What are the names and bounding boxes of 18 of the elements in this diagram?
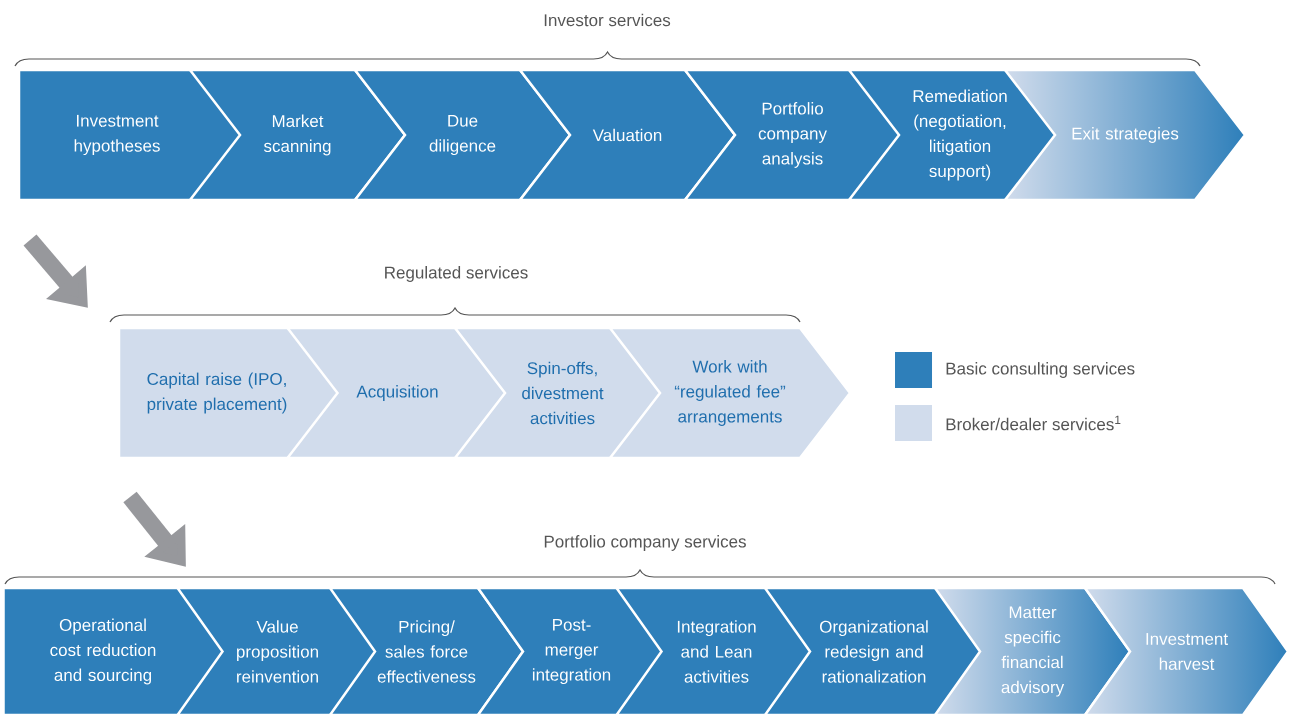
node-label: Organizational redesign and rationalization [820,620,928,683]
node-label: Integration and Lean activities [677,620,756,683]
process-step: Market scanning [187,68,407,202]
group-heading: Regulated services [385,266,528,282]
process-step: Work with “regulated fee” arrangements [607,326,852,460]
group-heading: Portfolio company services [544,535,746,551]
process-step: Due diligence [352,68,572,202]
process-step: Valuation [517,68,737,202]
process-step: Organizational redesign and rationalization [762,586,985,715]
node-label: Operational cost reduction and sourcing [50,618,156,685]
node-label: Pricing/ sales force effectiveness [377,620,476,683]
legend-label: Basic consulting services [946,362,1135,378]
process-step: Post-merger integration [475,586,667,715]
process-step: Portfolio company analysis [682,68,902,202]
legend-label: Broker/dealer services$^{1}$ [946,415,1121,431]
process-step: Pricing/ sales force effectiveness [327,586,525,715]
group-heading: Investor services [544,13,671,27]
node-label: Post-merger integration [532,618,611,685]
